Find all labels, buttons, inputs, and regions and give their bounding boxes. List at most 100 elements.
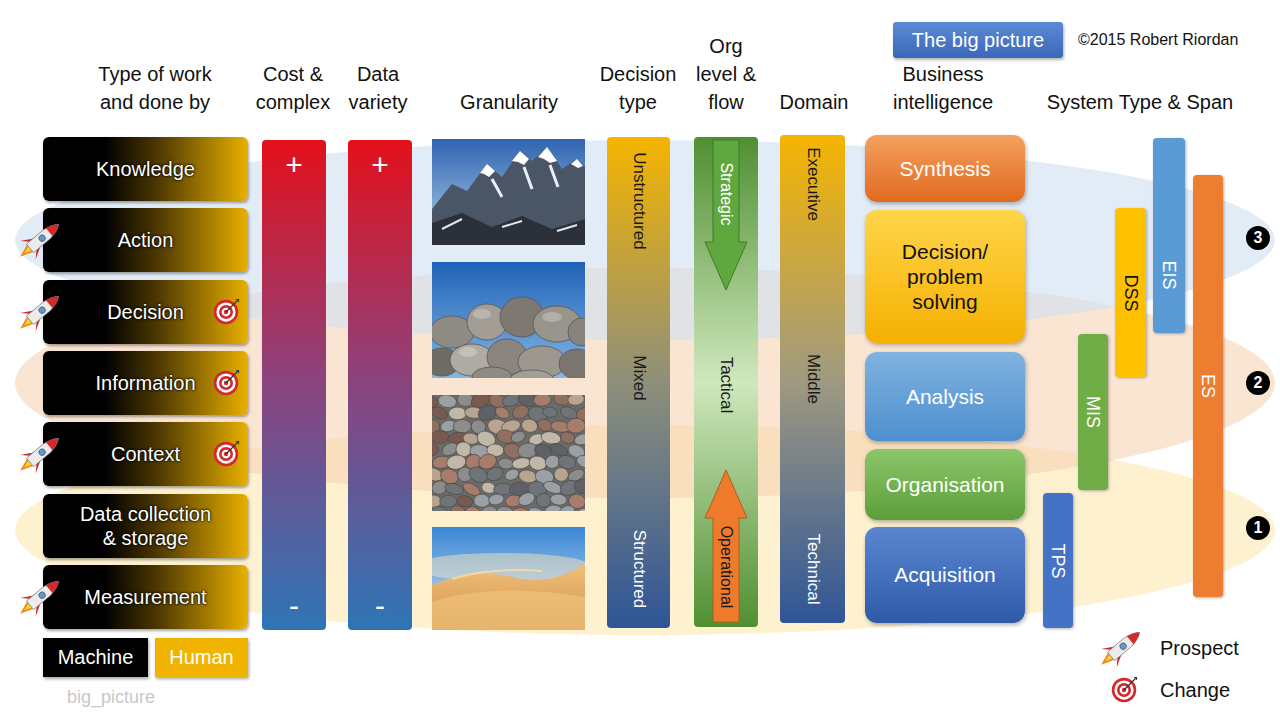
flow-arrow: Operational bbox=[705, 470, 747, 622]
sand-dune-photo bbox=[432, 527, 585, 630]
system-type-label: MIS bbox=[1084, 396, 1102, 428]
boulder-photo bbox=[432, 262, 585, 378]
domain-label: Technical bbox=[804, 534, 821, 605]
mountain-photo bbox=[492, 165, 558, 197]
pebble-photo bbox=[542, 406, 558, 418]
legend-label: Prospect bbox=[1160, 636, 1239, 660]
arrow-shape bbox=[705, 470, 747, 622]
boulder-photo bbox=[542, 312, 562, 322]
bi-stage-label: Acquisition bbox=[894, 562, 996, 587]
target-icon bbox=[212, 298, 240, 326]
pebble-photo bbox=[527, 505, 546, 511]
flow-arrow: Strategic bbox=[705, 140, 747, 290]
boulder-photo bbox=[559, 349, 585, 378]
work-type-box: Decision bbox=[43, 280, 248, 344]
pebble-photo bbox=[443, 481, 464, 496]
pebble-photo bbox=[567, 418, 585, 433]
pebble-photo bbox=[440, 495, 457, 507]
column-header: Business intelligence bbox=[878, 60, 1008, 116]
target-icon bbox=[214, 441, 239, 466]
decision-type-label: Structured bbox=[630, 530, 647, 608]
legend-label: Machine bbox=[58, 646, 134, 669]
mountain-photo bbox=[480, 164, 495, 177]
bi-stage-label: Organisation bbox=[885, 472, 1004, 497]
pebble-photo bbox=[432, 395, 585, 511]
rocket-icon bbox=[12, 571, 68, 623]
system-type-label: EIS bbox=[1160, 260, 1178, 289]
work-type-label: Knowledge bbox=[96, 157, 195, 181]
pebble-photo bbox=[520, 417, 539, 434]
mountain-photo bbox=[432, 139, 585, 245]
mountain-photo bbox=[432, 147, 585, 245]
org-level-label: Strategic bbox=[718, 162, 734, 225]
org-level-label: Tactical bbox=[718, 357, 735, 414]
pebble-photo bbox=[509, 429, 527, 445]
scale-sign: - bbox=[289, 591, 299, 621]
legend-swatch: Machine bbox=[43, 638, 148, 677]
column-header: Data variety bbox=[342, 60, 414, 116]
mountain-photo bbox=[538, 147, 557, 163]
pebble-photo bbox=[577, 507, 585, 511]
work-type-box: Knowledge bbox=[43, 137, 248, 201]
pebble-photo bbox=[493, 405, 511, 421]
bi-stage-label: Synthesis bbox=[899, 156, 990, 181]
bi-stage-box: Analysis bbox=[865, 352, 1025, 441]
pebble-photo bbox=[432, 430, 449, 444]
watermark: big_picture bbox=[67, 686, 155, 708]
pebble-photo bbox=[575, 453, 585, 470]
mountain-photo bbox=[432, 213, 585, 245]
legend-swatch: Human bbox=[155, 638, 248, 677]
target-icon bbox=[212, 369, 240, 397]
pebble-photo bbox=[449, 504, 467, 511]
callout-number: 1 bbox=[1246, 516, 1270, 540]
boulder-photo bbox=[459, 347, 477, 357]
copyright-note: ©2015 Robert Riordan bbox=[1078, 30, 1238, 50]
pebble-photo bbox=[511, 507, 531, 511]
system-span-bar: EIS bbox=[1153, 138, 1185, 333]
boulder-photo bbox=[473, 309, 491, 319]
column-header: Org level & flow bbox=[690, 32, 762, 116]
legend-label: Human bbox=[169, 646, 233, 669]
system-span-bar: ES bbox=[1193, 175, 1223, 597]
pebble-photo bbox=[464, 505, 482, 511]
title-text: The big picture bbox=[912, 29, 1044, 52]
domain-bar: ExecutiveMiddleTechnical bbox=[780, 135, 845, 623]
column-header: Decision type bbox=[588, 60, 688, 116]
pebble-photo bbox=[540, 430, 562, 446]
target-icon bbox=[1112, 677, 1137, 702]
pebble-photo bbox=[453, 420, 471, 434]
pebble-photo bbox=[432, 395, 585, 511]
work-type-label: Context bbox=[111, 442, 180, 466]
pebble-photo bbox=[567, 395, 585, 406]
scale-sign: - bbox=[375, 591, 385, 621]
sand-dune-photo bbox=[432, 527, 585, 630]
scale-bar: +- bbox=[262, 140, 326, 630]
callout-number: 3 bbox=[1246, 226, 1270, 250]
pebble-photo bbox=[533, 395, 551, 407]
bi-stage-label: Analysis bbox=[906, 384, 984, 409]
pebble-photo bbox=[511, 456, 531, 470]
org-level-label: Operational bbox=[718, 526, 734, 609]
work-type-label: Data collection & storage bbox=[71, 502, 221, 550]
pebble-photo bbox=[495, 505, 515, 511]
work-type-box: Data collection & storage bbox=[43, 494, 248, 558]
scale-bar: +- bbox=[348, 140, 412, 630]
rocket-icon bbox=[12, 214, 68, 266]
bi-stage-box: Organisation bbox=[865, 449, 1025, 520]
target-icon bbox=[214, 299, 239, 324]
scale-sign: + bbox=[285, 150, 303, 180]
system-span-bar: DSS bbox=[1115, 208, 1146, 377]
pebble-photo bbox=[485, 465, 505, 483]
org-level-bar: Tactical StrategicOperational bbox=[694, 137, 758, 627]
bi-stage-box: Decision/ problem solving bbox=[865, 210, 1025, 343]
sand-dune-photo bbox=[452, 570, 542, 579]
decision-type-label: Mixed bbox=[630, 355, 647, 400]
mountain-photo bbox=[512, 151, 529, 165]
callout-number: 2 bbox=[1246, 371, 1270, 395]
legend-icons bbox=[1093, 623, 1147, 702]
pebble-photo bbox=[573, 478, 585, 494]
mountain-photo bbox=[571, 159, 583, 168]
work-type-label: Information bbox=[95, 371, 195, 395]
work-type-label: Action bbox=[118, 228, 174, 252]
work-type-box: Action bbox=[43, 208, 248, 272]
